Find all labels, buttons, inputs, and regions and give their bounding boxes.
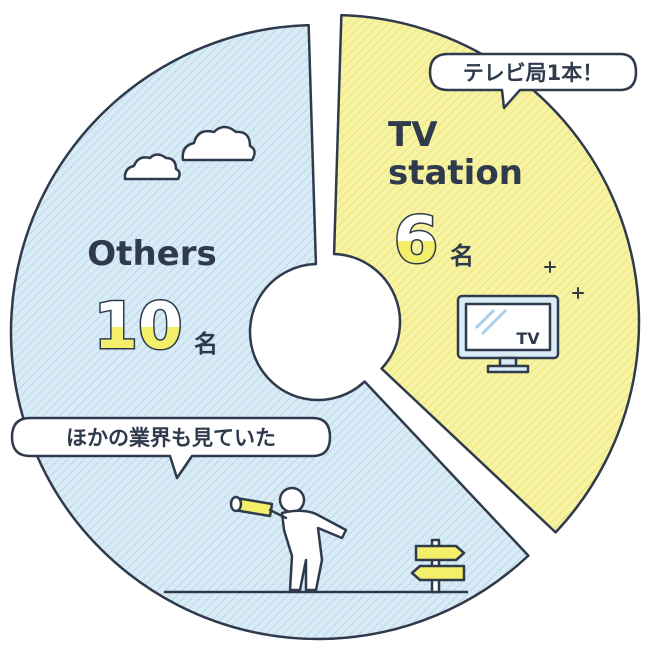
others-speech-bubble: ほかの業界も見ていた xyxy=(10,416,332,480)
sparkle-icon xyxy=(544,261,584,299)
tv-screen-text: TV xyxy=(516,329,540,348)
others-value: 10 xyxy=(93,290,182,364)
television-icon: TV xyxy=(456,294,560,374)
tv-label-line1: TV xyxy=(388,115,438,155)
cloud-icon xyxy=(123,125,256,181)
tv-unit: 名 xyxy=(450,242,474,270)
tv-label-line2: station xyxy=(388,153,523,193)
person-with-telescope-icon xyxy=(229,486,348,592)
signpost-icon xyxy=(410,538,466,594)
tv-value: 6 xyxy=(394,204,439,278)
others-bubble-text: ほかの業界も見ていた xyxy=(66,426,276,450)
others-label: Others xyxy=(87,234,216,274)
others-unit: 名 xyxy=(194,330,218,358)
tv-speech-bubble: テレビ局1本！ xyxy=(428,52,638,110)
tv-bubble-text: テレビ局1本！ xyxy=(463,61,604,85)
